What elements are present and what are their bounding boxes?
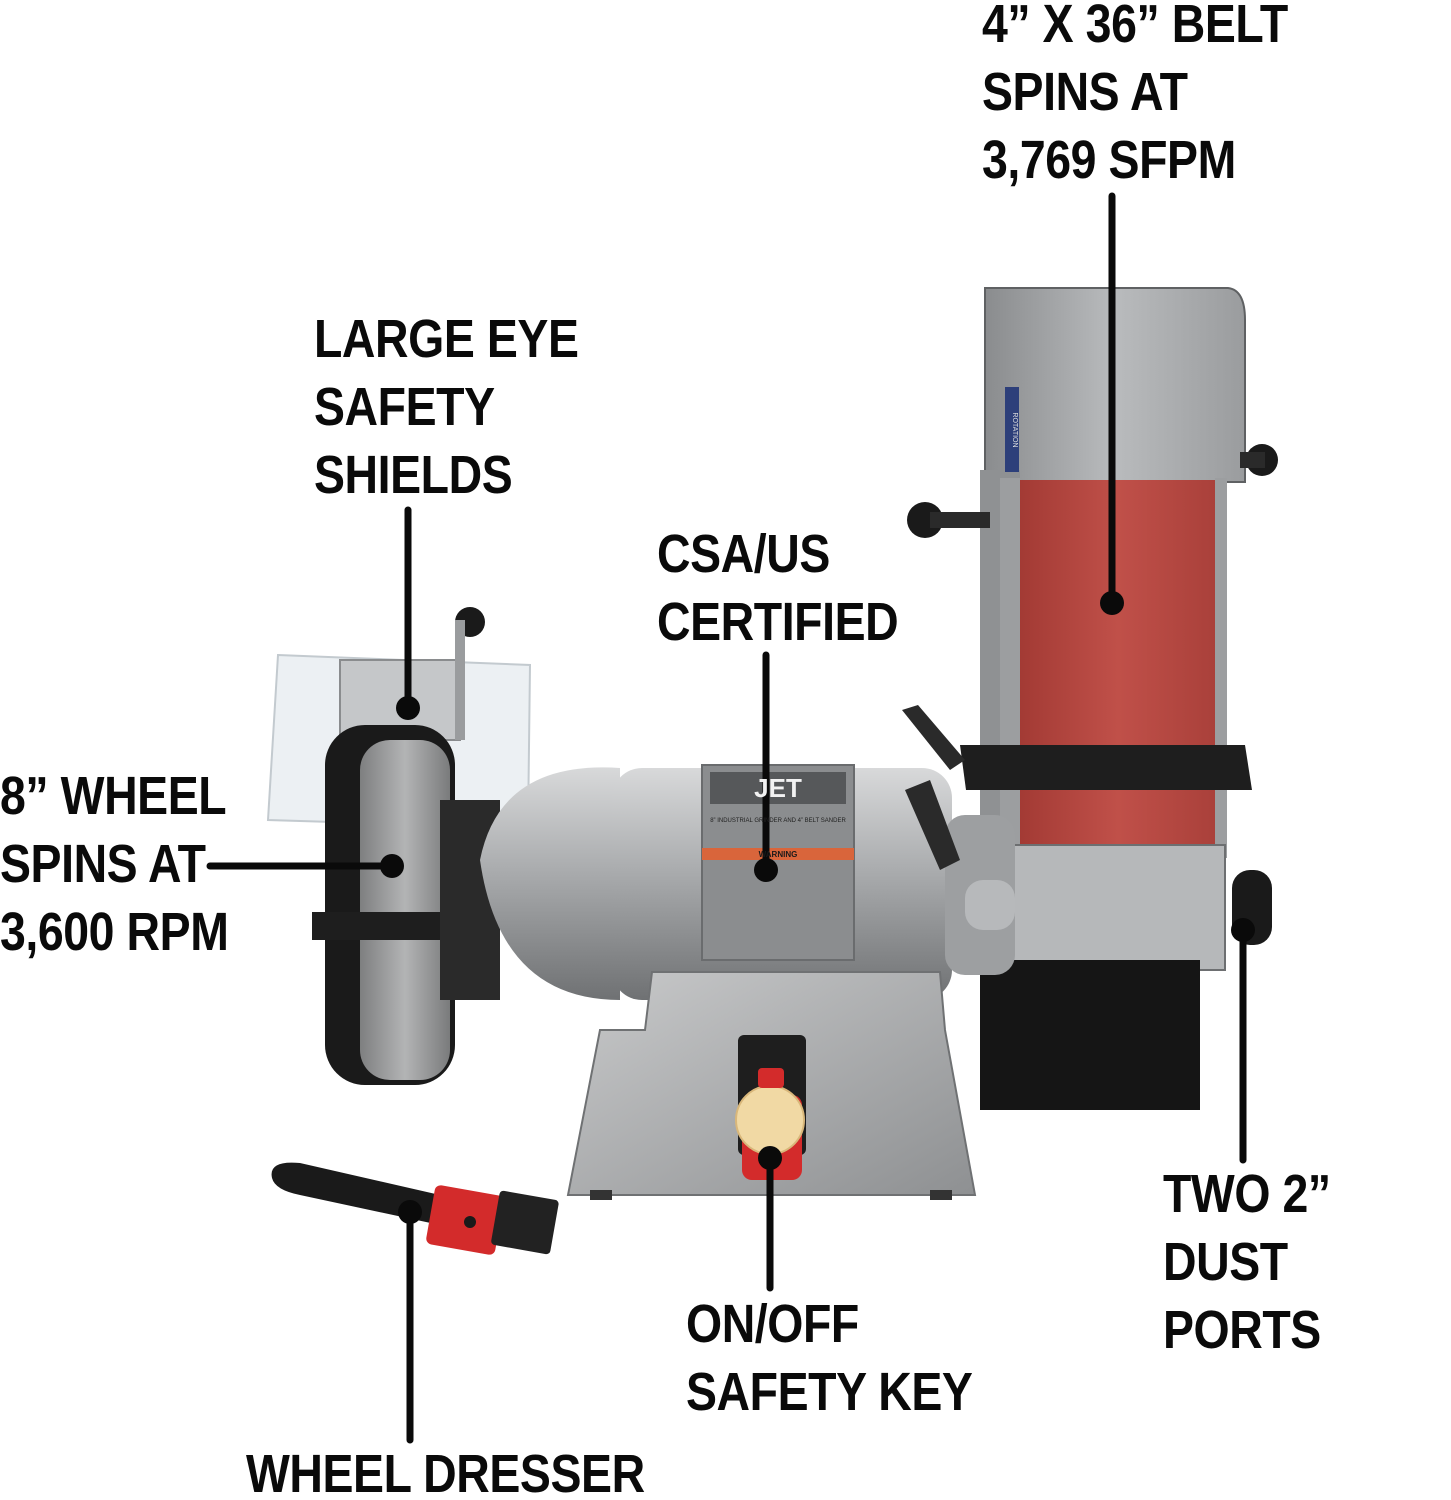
belt-speed-callout: 4” X 36” BELT SPINS AT 3,769 SFPM [982, 0, 1288, 190]
safety-key [735, 1085, 805, 1155]
warning-band [702, 848, 854, 860]
dust-ports-callout: TWO 2” DUST PORTS [1163, 1164, 1331, 1360]
wheel-dresser-tool [271, 1162, 559, 1255]
eye-shields-callout: LARGE EYE SAFETY SHIELDS [314, 309, 579, 505]
tracking-knob [907, 502, 943, 538]
callout-leaders [206, 192, 1247, 1444]
belt-sander-tower [902, 287, 1278, 1110]
grinding-wheel [360, 740, 450, 1080]
dust-collector [980, 960, 1200, 1110]
base [566, 971, 977, 1200]
sanding-belt [1018, 480, 1218, 860]
rotation-arrow-label [1005, 387, 1019, 472]
rotation-text: ROTATION [1011, 412, 1018, 447]
wheel-dresser-callout: WHEEL DRESSER [246, 1444, 645, 1500]
label-title: 8” INDUSTRIAL GRINDER AND 4” BELT SANDER [710, 818, 846, 824]
belt-work-table [960, 745, 1252, 790]
warning-text: WARNING [759, 850, 798, 859]
csa-certified-callout: CSA/US CERTIFIED [657, 524, 899, 652]
tool-rest [312, 912, 452, 940]
jet-logo: JET [754, 773, 802, 803]
callout-dots [380, 591, 1255, 1224]
motor [480, 764, 1015, 1000]
safety-key-callout: ON/OFF SAFETY KEY [686, 1294, 973, 1422]
wheel-speed-callout: 8” WHEEL SPINS AT 3,600 RPM [0, 766, 229, 962]
